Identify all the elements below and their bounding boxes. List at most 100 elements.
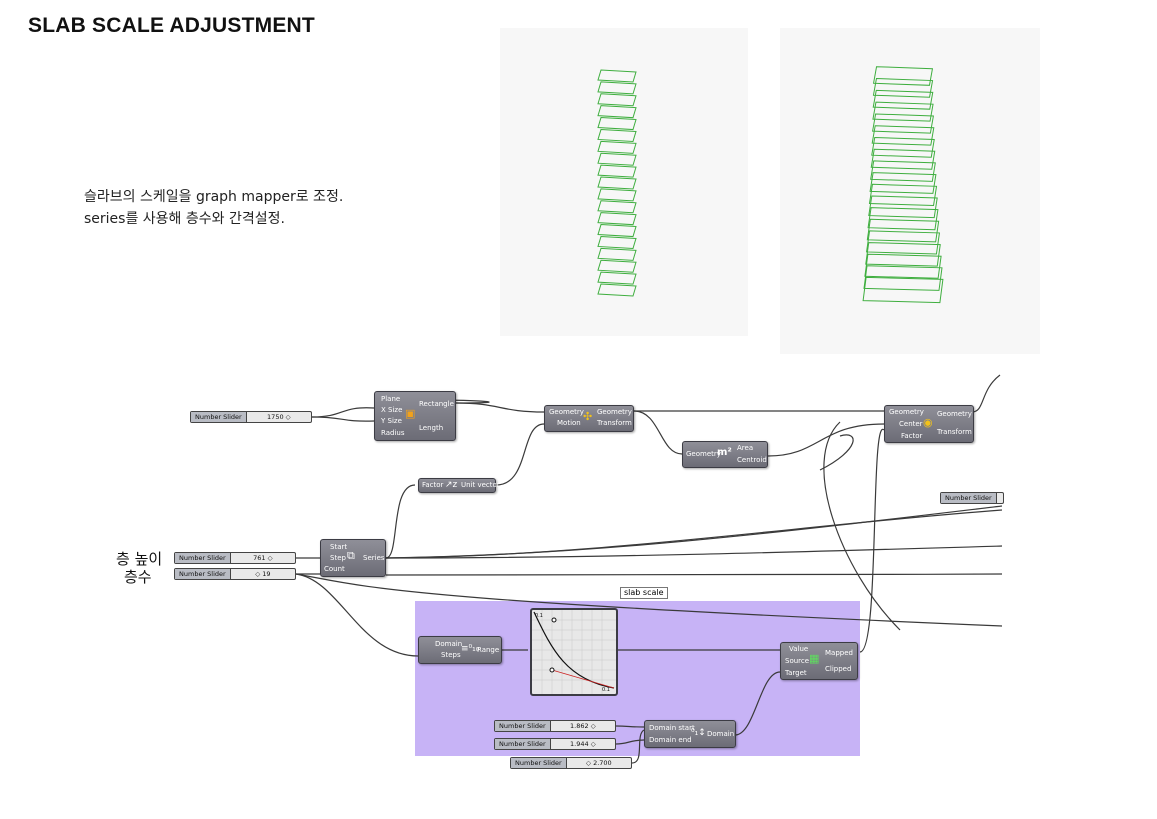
input-geometry[interactable]: Geometry	[686, 450, 721, 458]
input-target[interactable]: Target	[785, 669, 807, 677]
domain-icon: ⁰₁↕	[691, 728, 706, 738]
slab-outline	[871, 136, 935, 158]
output-transform[interactable]: Transform	[937, 428, 972, 436]
slab-outline	[872, 113, 934, 134]
remap-icon: ▦	[809, 652, 820, 665]
input-domain-end[interactable]: Domain end	[649, 736, 692, 744]
slider-floor-count[interactable]: Number Slider ◇ 19	[174, 568, 296, 580]
input-center[interactable]: Center	[899, 420, 923, 428]
input-plane[interactable]: Plane	[381, 395, 401, 403]
group-label: slab scale	[620, 587, 668, 599]
graph-mapper[interactable]: 0.1 0.1	[530, 608, 618, 696]
grasshopper-canvas[interactable]: slab scale	[100, 370, 1004, 780]
unit-vector-icon: ↗z	[445, 480, 458, 490]
wires	[295, 374, 1002, 764]
input-motion[interactable]: Motion	[557, 419, 581, 427]
move-component[interactable]: Geometry Motion ✣ Geometry Transform	[544, 405, 634, 432]
output-geometry[interactable]: Geometry	[597, 408, 632, 416]
slab-outline	[869, 172, 937, 194]
output-geometry[interactable]: Geometry	[937, 410, 972, 418]
output-transform[interactable]: Transform	[597, 419, 632, 427]
floor-count-label: 층수	[124, 568, 152, 586]
slab-outline	[597, 81, 637, 95]
slab-outline	[871, 125, 935, 146]
series-icon: ⧉	[347, 549, 355, 562]
slab-outline	[872, 66, 934, 86]
slider-label: Number Slider	[191, 412, 247, 422]
output-centroid[interactable]: Centroid	[737, 456, 767, 464]
slider-label: Number Slider	[175, 553, 231, 563]
input-start[interactable]: Start	[330, 543, 348, 551]
input-value[interactable]: Value	[789, 645, 809, 653]
input-geometry[interactable]: Geometry	[889, 408, 924, 416]
slab-outline	[872, 101, 934, 122]
slider-value: 1.944 ◇	[570, 740, 596, 748]
graph-label-bottom: 0.1	[602, 687, 610, 693]
series-component[interactable]: Start Step Count ⧉ Series	[320, 539, 386, 577]
description-line-2: series를 사용해 층수와 간격설정.	[84, 211, 285, 227]
output-unit-vector[interactable]: Unit vector	[461, 481, 500, 489]
input-geometry[interactable]: Geometry	[549, 408, 584, 416]
slab-outline	[597, 164, 637, 178]
slab-outline	[868, 183, 938, 206]
slider-value: 761 ◇	[253, 554, 273, 562]
slider-domain-end[interactable]: Number Slider 1.944 ◇	[494, 738, 616, 750]
range-icon: ≡⁰₁₀	[461, 644, 480, 654]
input-factor[interactable]: Factor	[422, 481, 444, 489]
slab-outline	[597, 188, 637, 202]
output-range[interactable]: Range	[477, 646, 500, 654]
rectangle-component[interactable]: Plane X Size Y Size Radius ▣ Rectangle L…	[374, 391, 456, 441]
slab-outline	[597, 69, 637, 83]
slab-outline	[872, 89, 934, 110]
slab-outline	[872, 78, 934, 98]
slab-outline	[597, 117, 637, 131]
graph-label-top: 0.1	[535, 613, 543, 619]
range-component[interactable]: Domain Steps ≡⁰₁₀ Range	[418, 636, 502, 664]
slider-right-edge[interactable]: Number Slider	[940, 492, 1004, 504]
slider-value: ◇ 2.700	[586, 759, 612, 767]
slab-outline	[597, 212, 637, 226]
input-factor[interactable]: Factor	[901, 432, 923, 440]
input-count[interactable]: Count	[324, 565, 345, 573]
slab-outline	[597, 93, 637, 107]
area-icon: m²	[717, 447, 732, 458]
area-component[interactable]: Geometry m² Area Centroid	[682, 441, 768, 468]
slider-domain-bottom[interactable]: Number Slider ◇ 2.700	[510, 757, 632, 769]
slab-outline	[597, 176, 637, 190]
slab-outline	[597, 235, 637, 249]
input-domain-start[interactable]: Domain start	[649, 724, 695, 732]
input-step[interactable]: Step	[330, 554, 346, 562]
graph-mapper-curve: 0.1 0.1	[532, 610, 616, 694]
scale-component[interactable]: Geometry Center Factor ◉ Geometry Transf…	[884, 405, 974, 443]
output-domain[interactable]: Domain	[707, 730, 735, 738]
input-radius[interactable]: Radius	[381, 429, 405, 437]
output-clipped[interactable]: Clipped	[825, 665, 852, 673]
output-rectangle[interactable]: Rectangle	[419, 400, 454, 408]
input-steps[interactable]: Steps	[441, 651, 461, 659]
straight-tower-drawing	[597, 69, 637, 297]
output-series[interactable]: Series	[363, 554, 385, 562]
slab-outline	[866, 218, 940, 243]
domain-component[interactable]: Domain start Domain end ⁰₁↕ Domain	[644, 720, 736, 748]
input-y-size[interactable]: Y Size	[381, 417, 402, 425]
slider-floor-height[interactable]: Number Slider 761 ◇	[174, 552, 296, 564]
input-source[interactable]: Source	[785, 657, 810, 665]
description-line-1: 슬라브의 스케일을 graph mapper로 조정.	[84, 189, 344, 205]
description: 슬라브의 스케일을 graph mapper로 조정. series를 사용해 …	[84, 186, 343, 230]
remap-component[interactable]: Value Source Target ▦ Mapped Clipped	[780, 642, 858, 680]
input-x-size[interactable]: X Size	[381, 406, 403, 414]
slab-outline	[870, 160, 936, 182]
slider-domain-start[interactable]: Number Slider 1.862 ◇	[494, 720, 616, 732]
slab-outline	[597, 152, 637, 166]
scale-icon: ◉	[923, 416, 933, 429]
unit-z-component[interactable]: Factor ↗z Unit vector	[418, 478, 500, 493]
page-title: SLAB SCALE ADJUSTMENT	[28, 14, 315, 37]
slider-value: ◇ 19	[255, 570, 271, 578]
output-mapped[interactable]: Mapped	[825, 649, 853, 657]
slider-1750[interactable]: Number Slider 1750 ◇	[190, 411, 312, 423]
viewport-straight-tower	[500, 28, 748, 336]
output-area[interactable]: Area	[737, 444, 754, 452]
input-domain[interactable]: Domain	[435, 640, 463, 648]
output-length[interactable]: Length	[419, 424, 444, 432]
slider-value: 1750 ◇	[267, 413, 291, 421]
